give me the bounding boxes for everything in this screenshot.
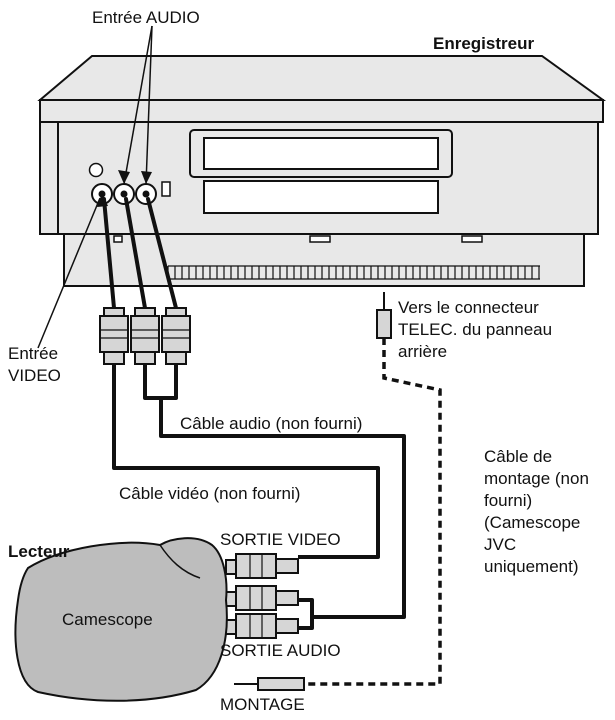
vcr-left-side — [39, 121, 59, 235]
label-video-input: Entrée VIDEO — [8, 343, 61, 387]
sortie-video-plug — [225, 553, 299, 579]
audio-plug-right — [161, 307, 191, 365]
label-audio-out: SORTIE AUDIO — [220, 641, 341, 660]
audio-leader-2 — [145, 25, 153, 185]
vcr-grille — [168, 265, 540, 280]
telec-plug-body — [376, 309, 392, 339]
label-edit-line-5: JVC — [484, 535, 517, 554]
audio-cable-join — [298, 600, 314, 630]
label-player: Lecteur — [8, 542, 70, 561]
label-edit-line-4: (Camescope — [484, 513, 581, 532]
video-cable — [112, 364, 380, 559]
label-edit-line-3: fourni) — [484, 491, 533, 510]
s-video-jack — [88, 162, 104, 178]
sortie-audio-plug-1 — [225, 585, 299, 611]
label-camcorder: Camescope — [62, 610, 153, 629]
vcr-front-upper — [39, 99, 604, 123]
vcr-cables — [102, 197, 178, 310]
sortie-audio-plug-2 — [225, 613, 299, 639]
edit-jack-small — [161, 181, 171, 197]
label-recorder: Enregistreur — [433, 34, 535, 53]
leader-lines — [37, 25, 153, 349]
vcr-display-panel — [203, 180, 439, 214]
edit-cable-dashed — [304, 338, 442, 686]
audio-cable-branch — [161, 364, 178, 400]
vcr-recorder — [37, 55, 607, 287]
label-audio-cable: Câble audio (non fourni) — [180, 414, 363, 433]
label-telec-line-3: arrière — [398, 342, 448, 361]
label-telec-line-1: Vers le connecteur — [398, 298, 539, 317]
plug-grip-lines — [100, 329, 190, 339]
label-edit-cable: Câble de montage (non fourni) (Camescope… — [484, 446, 589, 578]
camcorder-plugs — [225, 553, 299, 639]
label-video-input-line-2: VIDEO — [8, 366, 61, 385]
audio-plug-left — [130, 307, 160, 365]
label-edit-line-6: uniquement) — [484, 557, 579, 576]
label-edit-jack: MONTAGE — [220, 695, 305, 714]
label-audio-input: Entrée AUDIO — [92, 8, 200, 27]
label-video-out: SORTIE VIDEO — [220, 530, 341, 549]
video-leader — [37, 197, 101, 349]
vcr-grille-ticks — [167, 266, 540, 279]
foot-center — [309, 235, 331, 243]
label-telec-connector: Vers le connecteur TELEC. du panneau arr… — [398, 297, 552, 363]
cable-routes — [112, 364, 406, 630]
foot-left — [113, 235, 123, 243]
vcr-top-panel — [37, 55, 607, 101]
foot-right — [461, 235, 483, 243]
label-video-input-line-1: Entrée — [8, 344, 59, 363]
audio-leader-1 — [123, 25, 153, 185]
label-edit-line-1: Câble de — [484, 447, 553, 466]
video-plug — [99, 307, 129, 365]
label-edit-line-2: montage (non — [484, 469, 589, 488]
camcorder-plug-grip-lines — [249, 554, 263, 638]
vcr-cassette-slot — [203, 137, 439, 170]
rca-plugs — [99, 307, 191, 365]
camcorder-lens-detail — [159, 544, 201, 579]
label-video-cable: Câble vidéo (non fourni) — [119, 484, 301, 503]
camcorder — [14, 537, 228, 702]
montage-plug-body — [257, 677, 305, 691]
vcr-front-details — [88, 162, 483, 243]
label-telec-line-2: TELEC. du panneau — [398, 320, 553, 339]
edit-cable — [234, 292, 442, 691]
